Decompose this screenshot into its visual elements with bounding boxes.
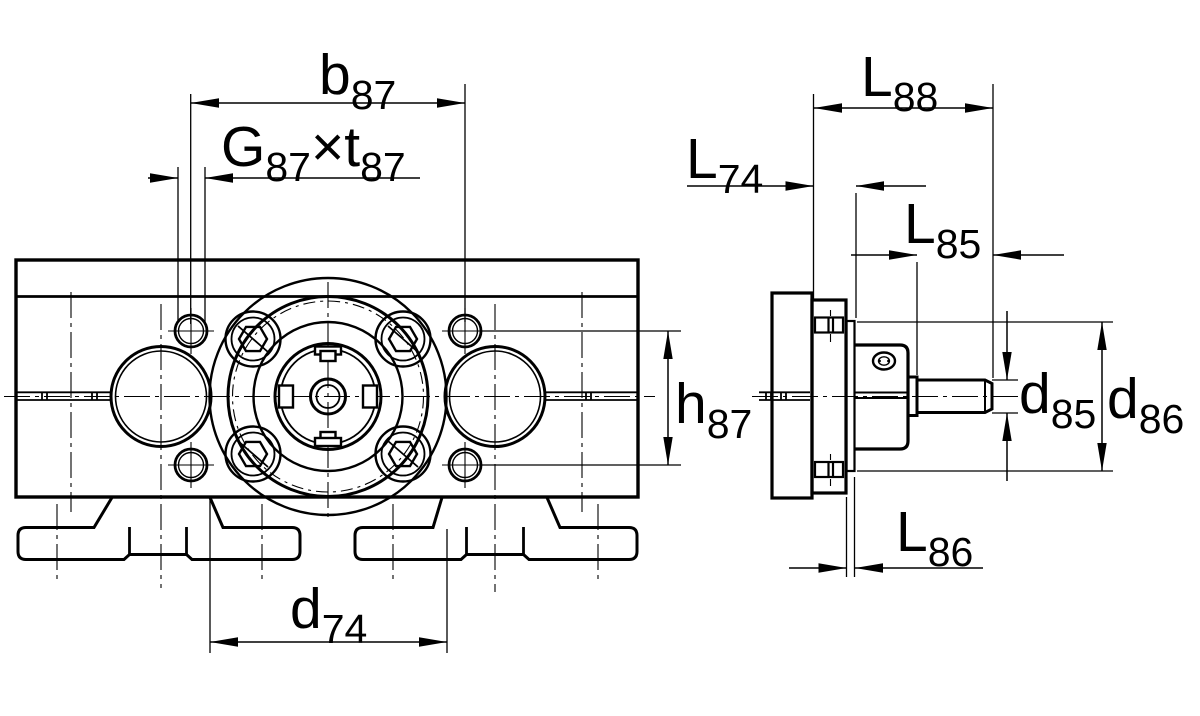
threaded-hole bbox=[442, 442, 488, 488]
flange-screw-bottom bbox=[813, 454, 845, 486]
side-slit bbox=[759, 391, 810, 401]
clamp-screw bbox=[871, 351, 897, 371]
hex-bolt bbox=[374, 425, 432, 483]
clamp-hub bbox=[855, 343, 910, 451]
dimension-labels: b87 G87×t87 L88 L74 L85 h87 d85 d86 L86 … bbox=[221, 43, 1184, 652]
dimensioning bbox=[148, 84, 1113, 653]
port-left bbox=[109, 345, 213, 448]
dimension-label-d74: d74 bbox=[290, 577, 367, 652]
hex-bolt bbox=[224, 310, 282, 368]
hex-bolt bbox=[374, 310, 432, 368]
hub-bore-outer bbox=[309, 377, 347, 416]
output-shaft bbox=[917, 378, 994, 414]
housing-slit-right bbox=[545, 391, 638, 401]
dimension-label-d86: d86 bbox=[1107, 367, 1184, 442]
hub-bore-inner bbox=[315, 384, 341, 409]
boss-circle-d86 bbox=[252, 320, 404, 473]
port-right bbox=[443, 345, 547, 448]
dimension-label-L74: L74 bbox=[686, 127, 763, 202]
hub-notch-left bbox=[277, 384, 295, 409]
flange-bolts bbox=[224, 310, 432, 483]
dimension-arrows bbox=[150, 98, 1107, 647]
flange-screw-top bbox=[813, 310, 845, 342]
foot-left bbox=[16, 496, 302, 561]
dimension-label-b87: b87 bbox=[319, 43, 396, 118]
front-view bbox=[4, 258, 655, 592]
dimension-label-h87: h87 bbox=[675, 372, 752, 447]
bolt-circle-centerline bbox=[231, 300, 425, 493]
shaft-collar bbox=[906, 375, 919, 417]
hub-notch-right bbox=[361, 384, 379, 409]
dimension-label-L85: L85 bbox=[904, 192, 981, 267]
dimension-label-L88: L88 bbox=[861, 45, 938, 120]
hub-notch-bottom bbox=[313, 436, 343, 448]
hex-bolt bbox=[224, 425, 282, 483]
dimension-label-L86: L86 bbox=[896, 500, 973, 575]
dimension-label-g87-t87: G87×t87 bbox=[221, 115, 406, 190]
threaded-hole bbox=[168, 442, 214, 488]
mounting-feet bbox=[16, 496, 639, 561]
output-hub bbox=[273, 342, 383, 451]
flange-pilot-circle bbox=[226, 295, 430, 498]
foot-right bbox=[353, 496, 639, 561]
centering-boss bbox=[845, 319, 856, 473]
dimension-label-d85: d85 bbox=[1019, 362, 1096, 437]
hub-notch-top-inner bbox=[319, 349, 337, 363]
mounting-plate bbox=[770, 291, 814, 500]
side-view bbox=[752, 291, 1018, 500]
housing-slit-left bbox=[16, 391, 111, 401]
